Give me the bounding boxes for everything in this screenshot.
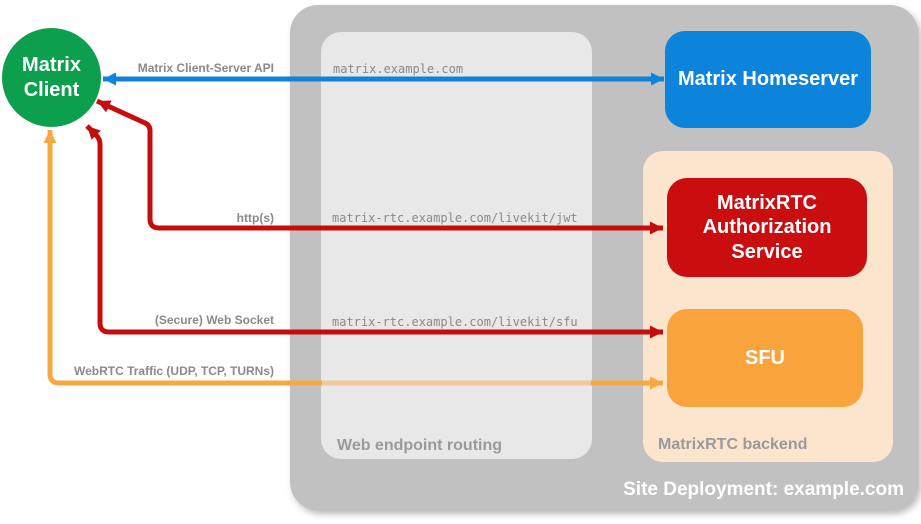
endpoint-url-sfu: matrix-rtc.example.com/livekit/sfu [332, 315, 578, 329]
sfu-node: SFU [667, 309, 863, 407]
matrixrtc-authorization-service-node: MatrixRTC Authorization Service [667, 178, 867, 277]
authorization-service-label: MatrixRTC Authorization Service [702, 191, 832, 263]
matrix-client-node: Matrix Client [2, 28, 101, 127]
endpoint-url-homeserver: matrix.example.com [333, 62, 464, 76]
matrix-homeserver-node: Matrix Homeserver [665, 31, 871, 128]
web-endpoint-routing-container [321, 32, 592, 459]
webrtc-traffic-arrow-label: WebRTC Traffic (UDP, TCP, TURNs) [73, 364, 274, 378]
endpoint-url-jwt: matrix-rtc.example.com/livekit/jwt [332, 211, 578, 225]
web-socket-arrow-label: (Secure) Web Socket [154, 313, 274, 327]
client-server-api-arrow-label: Matrix Client-Server API [137, 61, 274, 75]
matrixrtc-backend-label: MatrixRTC backend [658, 436, 808, 453]
matrix-homeserver-label: Matrix Homeserver [677, 68, 859, 91]
web-endpoint-routing-label: Web endpoint routing [337, 437, 503, 454]
sfu-label: SFU [745, 346, 785, 369]
https-arrow-label: http(s) [236, 211, 274, 225]
site-deployment-label: Site Deployment: example.com [623, 479, 904, 500]
matrix-client-label: Matrix Client [22, 53, 81, 101]
